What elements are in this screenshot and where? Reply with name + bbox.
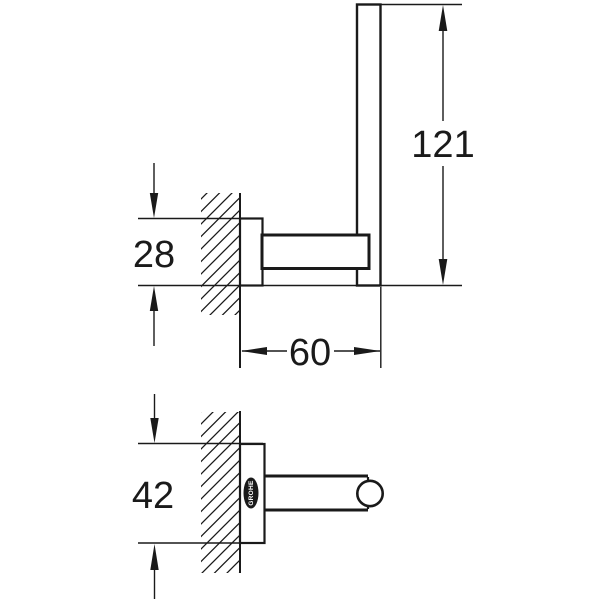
dim-label-depth: 60 <box>289 332 331 374</box>
brand-logo: GROHE <box>243 477 259 509</box>
dim-121-down-arrowhead-icon <box>438 259 448 285</box>
dim-label-plate-height-front: 28 <box>133 234 175 276</box>
dim-60-right-arrowhead-icon <box>354 347 381 355</box>
dim-label-plate-height-side: 42 <box>132 475 174 517</box>
side-view: GROHE 42 <box>132 394 384 599</box>
dim-60-left-arrowhead-icon <box>241 347 267 355</box>
dimension-28: 28 <box>133 163 175 346</box>
holder-vertical-bar <box>355 3 382 287</box>
rod-end-knob <box>355 479 384 508</box>
dim-28-lower-arrowhead-icon <box>149 286 159 311</box>
dim-28-upper-arrowhead-icon <box>149 193 159 218</box>
holder-arm <box>260 233 371 270</box>
dimension-60: 60 <box>241 332 381 374</box>
brand-logo-text: GROHE <box>248 480 255 506</box>
wall-hatching-side <box>201 412 240 573</box>
front-view: 28 121 60 <box>133 3 475 374</box>
dim-121-up-arrowhead-icon <box>438 5 448 31</box>
brand-logo-badge-icon <box>243 477 259 509</box>
dimension-42: 42 <box>132 394 174 599</box>
dim-label-height: 121 <box>411 124 474 166</box>
dim-42-upper-arrowhead-icon <box>150 418 159 443</box>
dim-42-lower-arrowhead-icon <box>150 544 159 570</box>
wall-hatching-front <box>201 193 240 315</box>
wall-plate-front <box>238 217 264 287</box>
dimension-121: 121 <box>411 5 475 285</box>
